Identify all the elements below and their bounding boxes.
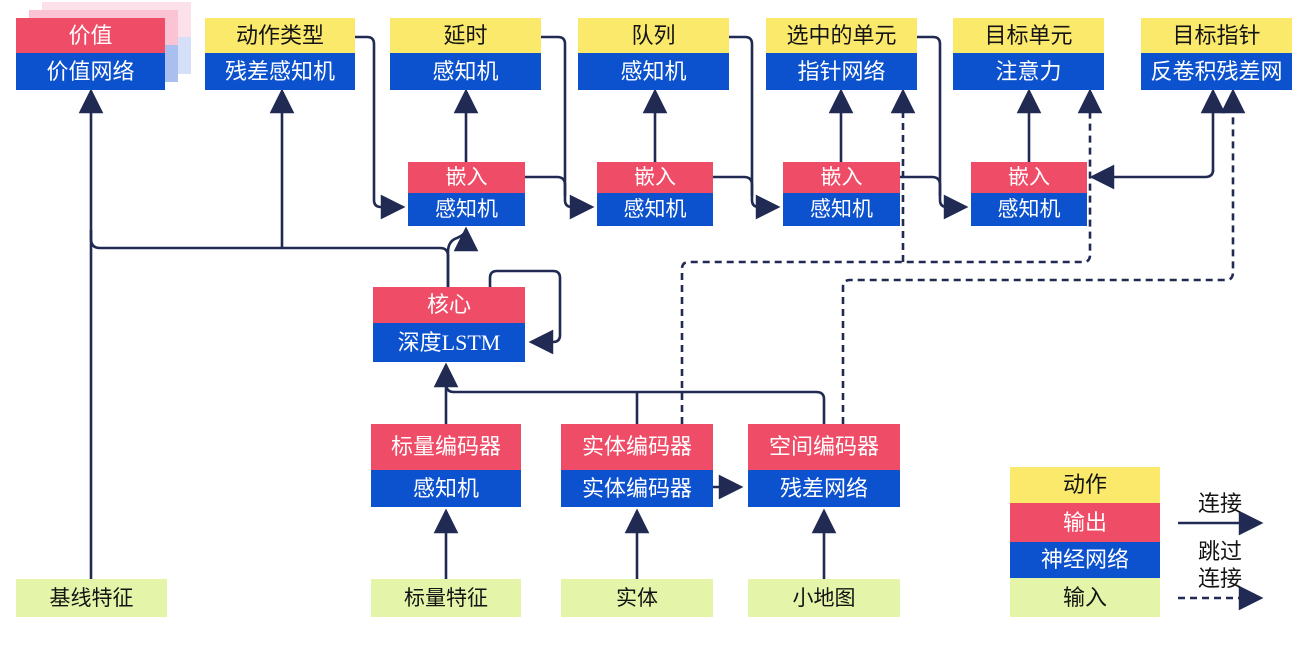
legend-action-label: 动作	[1010, 467, 1160, 503]
node-entities: 实体	[561, 579, 713, 617]
embed-2-label: 嵌入	[597, 162, 713, 193]
node-queue: 队列 感知机	[578, 18, 729, 90]
node-core: 核心 深度LSTM	[373, 287, 525, 362]
node-target-pointer: 目标指针 反卷积残差网	[1141, 18, 1292, 90]
node-spatial-encoder: 空间编码器 残差网络	[748, 424, 900, 507]
action-type-network-label: 残差感知机	[205, 53, 355, 90]
node-selected-units: 选中的单元 指针网络	[766, 18, 917, 90]
node-delay: 延时 感知机	[390, 18, 541, 90]
core-network-label: 深度LSTM	[373, 323, 525, 362]
embed-4-network-label: 感知机	[971, 193, 1087, 226]
baseline-features-label: 基线特征	[16, 579, 167, 617]
target-unit-network-label: 注意力	[953, 53, 1104, 90]
node-baseline-features: 基线特征	[16, 579, 167, 617]
node-scalar-encoder: 标量编码器 感知机	[371, 424, 521, 507]
node-entity-encoder: 实体编码器 实体编码器	[561, 424, 713, 507]
legend-color-key: 动作 输出 神经网络 输入	[1010, 467, 1160, 617]
entity-encoder-label: 实体编码器	[561, 424, 713, 470]
queue-network-label: 感知机	[578, 53, 729, 90]
value-network-label: 价值网络	[16, 53, 165, 90]
spatial-encoder-network-label: 残差网络	[748, 470, 900, 507]
embed-1-network-label: 感知机	[408, 193, 525, 226]
node-minimap: 小地图	[748, 579, 900, 617]
node-target-unit: 目标单元 注意力	[953, 18, 1104, 90]
action-type-label: 动作类型	[205, 18, 355, 53]
skip-connections	[680, 88, 1264, 611]
entities-label: 实体	[561, 579, 713, 617]
node-action-type: 动作类型 残差感知机	[205, 18, 355, 90]
node-embed-4: 嵌入 感知机	[971, 162, 1087, 226]
delay-network-label: 感知机	[390, 53, 541, 90]
embed-1-label: 嵌入	[408, 162, 525, 193]
minimap-label: 小地图	[748, 579, 900, 617]
scalar-encoder-label: 标量编码器	[371, 424, 521, 470]
embed-2-network-label: 感知机	[597, 193, 713, 226]
value-output-label: 价值	[16, 18, 165, 53]
selected-units-network-label: 指针网络	[766, 53, 917, 90]
node-scalar-features: 标量特征	[371, 579, 521, 617]
legend-output-label: 输出	[1010, 503, 1160, 542]
legend-network-label: 神经网络	[1010, 542, 1160, 578]
legend-skip-connection-label-1: 跳过	[1197, 539, 1242, 564]
target-pointer-label: 目标指针	[1141, 18, 1292, 53]
legend-input-label: 输入	[1010, 578, 1160, 617]
delay-label: 延时	[390, 18, 541, 53]
target-unit-label: 目标单元	[953, 18, 1104, 53]
embed-4-label: 嵌入	[971, 162, 1087, 193]
legend-skip-connection-label-2: 连接	[1197, 566, 1242, 591]
node-embed-1: 嵌入 感知机	[408, 162, 525, 226]
scalar-encoder-network-label: 感知机	[371, 470, 521, 507]
queue-label: 队列	[578, 18, 729, 53]
legend-solid-connection-label: 连接	[1197, 491, 1242, 516]
target-pointer-network-label: 反卷积残差网	[1141, 53, 1292, 90]
node-embed-2: 嵌入 感知机	[597, 162, 713, 226]
embed-3-label: 嵌入	[783, 162, 900, 193]
spatial-encoder-label: 空间编码器	[748, 424, 900, 470]
entity-encoder-network-label: 实体编码器	[561, 470, 713, 507]
node-value: 价值 价值网络	[16, 18, 165, 90]
core-label: 核心	[373, 287, 525, 323]
selected-units-label: 选中的单元	[766, 18, 917, 53]
scalar-features-label: 标量特征	[371, 579, 521, 617]
solid-connections	[78, 35, 1264, 579]
embed-3-network-label: 感知机	[783, 193, 900, 226]
node-embed-3: 嵌入 感知机	[783, 162, 900, 226]
